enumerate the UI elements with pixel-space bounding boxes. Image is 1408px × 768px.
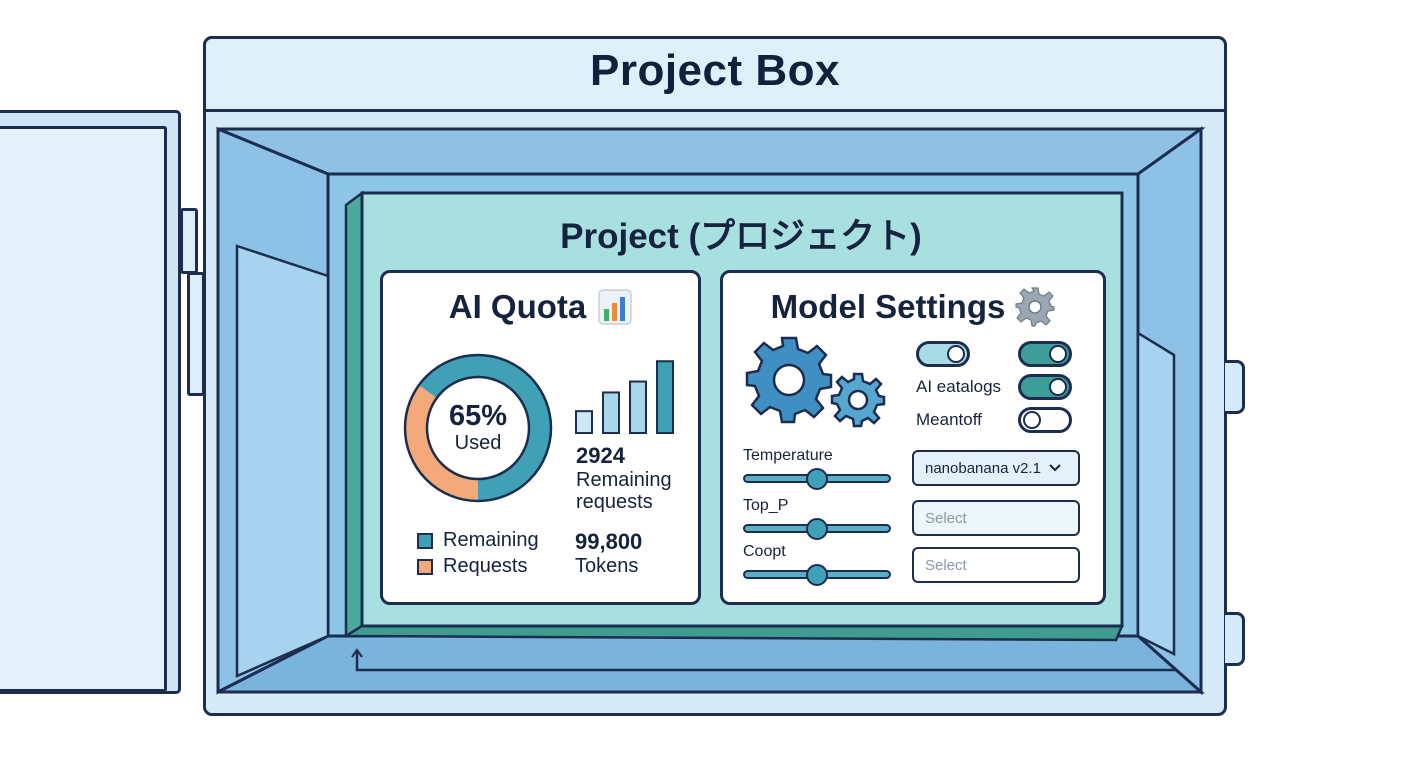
legend-label-requests: Requests <box>443 555 528 577</box>
toggle-1-knob <box>947 345 965 363</box>
quota-donut-chart <box>403 353 553 503</box>
toggle-4[interactable] <box>1018 407 1072 433</box>
mini-bar-4 <box>656 360 674 435</box>
toggle-3-label: AI eatalogs <box>916 377 1002 396</box>
tokens-value: 99,800 <box>575 529 643 554</box>
model-select[interactable]: nanobanana v2.1 <box>912 450 1080 486</box>
toggle-4-label: Meantoff <box>916 410 982 429</box>
remaining-requests-text-2: requests <box>576 491 653 513</box>
gears-illustration-icon <box>745 336 886 428</box>
toggle-3[interactable] <box>1018 374 1072 400</box>
donut-used-text: Used <box>454 432 502 454</box>
model-select-value: nanobanana v2.1 <box>925 459 1041 477</box>
donut-outer-ring <box>403 353 553 503</box>
toggle-4-knob <box>1023 411 1041 429</box>
slider-top-p-thumb[interactable] <box>806 518 828 540</box>
select-field-1[interactable]: Select <box>912 500 1080 536</box>
box-clasp-top <box>1225 360 1245 414</box>
slider-temperature-label: Temperature <box>743 447 833 464</box>
select-field-2[interactable]: Select <box>912 547 1080 583</box>
gear-emoji-icon <box>1015 287 1055 327</box>
bar-chart-emoji-icon <box>598 289 632 325</box>
remaining-requests-value: 2924 <box>576 443 625 468</box>
slider-coopt-label: Coopt <box>743 543 786 560</box>
legend-swatch-requests <box>417 558 433 575</box>
donut-used-percent: 65% <box>448 400 508 432</box>
slider-top-p-label: Top_P <box>743 497 789 514</box>
ai-quota-header: AI Quota <box>380 288 701 326</box>
project-title: Project (プロジェクト) <box>560 217 922 256</box>
slider-temperature-thumb[interactable] <box>806 468 828 490</box>
tokens-text: Tokens <box>575 555 639 577</box>
door-hinge-top <box>180 208 198 274</box>
mini-bar-1 <box>575 410 593 434</box>
legend-label-remaining: Remaining <box>443 529 539 551</box>
toggle-1[interactable] <box>916 341 970 367</box>
chevron-down-icon <box>1049 464 1061 472</box>
toggle-2-knob <box>1049 345 1067 363</box>
slider-coopt-thumb[interactable] <box>806 564 828 586</box>
box-header <box>203 36 1227 112</box>
mini-bar-2 <box>602 391 620 434</box>
model-settings-header: Model Settings <box>720 287 1106 327</box>
box-clasp-bottom <box>1225 612 1245 666</box>
model-settings-title: Model Settings <box>770 288 1006 325</box>
box-title: Project Box <box>589 46 840 95</box>
select-field-2-placeholder: Select <box>925 556 967 574</box>
toggle-2[interactable] <box>1018 341 1072 367</box>
ai-quota-title: AI Quota <box>448 288 587 325</box>
toggle-3-knob <box>1049 378 1067 396</box>
legend-item-remaining: Remaining <box>417 529 539 552</box>
select-field-1-placeholder: Select <box>925 509 967 527</box>
donut-requests-segment <box>405 355 551 501</box>
legend-swatch-remaining <box>417 532 433 549</box>
requests-mini-bar-chart <box>575 360 674 435</box>
remaining-requests-text-1: Remaining <box>576 469 672 491</box>
box-door-panel <box>0 126 167 692</box>
donut-inner-ring <box>425 375 531 481</box>
mini-bar-3 <box>629 380 647 434</box>
legend-item-requests: Requests <box>417 555 528 578</box>
